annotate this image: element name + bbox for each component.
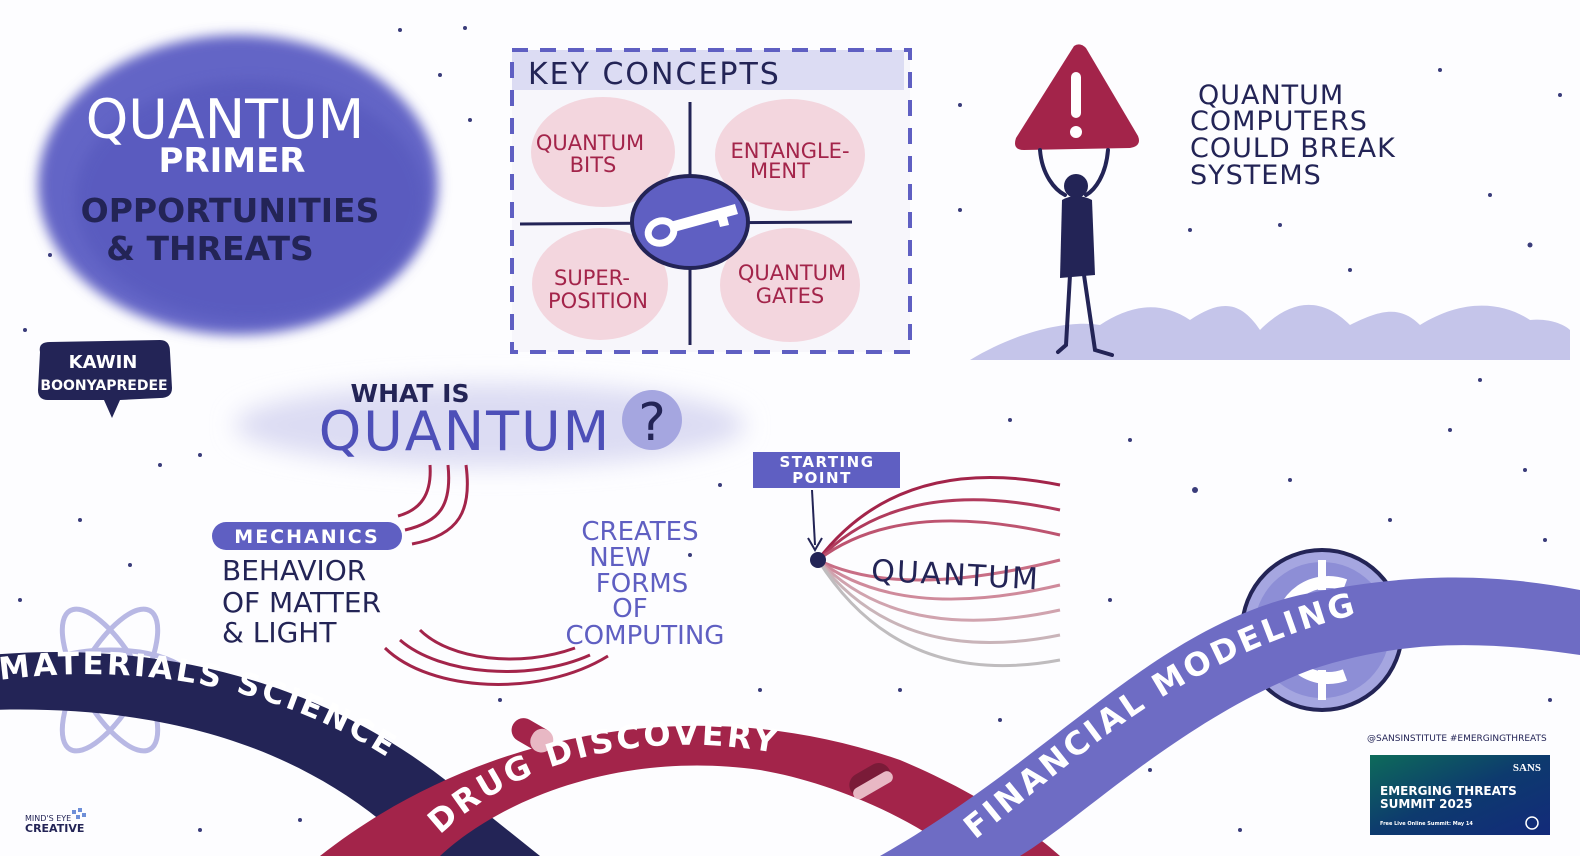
creates-line-2: NEW	[589, 543, 651, 573]
mechanics-line-3: & LIGHT	[222, 616, 337, 649]
creates-line-3: FORMS	[596, 569, 688, 599]
question-mark: ?	[638, 393, 666, 453]
concept-quantum-gates-1: QUANTUM	[738, 261, 846, 285]
key-concepts-heading: KEY CONCEPTS	[528, 57, 781, 92]
what-is-quantum: WHAT IS QUANTUM ?	[235, 379, 745, 546]
speaker-bubble: KAWIN BOONYAPREDEE	[38, 340, 172, 418]
key-glyph	[644, 204, 738, 247]
drug-band	[320, 725, 1060, 856]
pill-icon	[511, 718, 554, 753]
title-threats: & THREATS	[106, 229, 314, 268]
concept-quantum-bits-1: QUANTUM	[536, 131, 644, 155]
title-blob: QUANTUM PRIMER OPPORTUNITIES & THREATS	[38, 35, 438, 335]
mechanics-line-2: OF MATTER	[222, 586, 381, 619]
fan-line	[816, 475, 1061, 561]
concept-quantum-bits-2: BITS	[570, 153, 617, 177]
concept-entanglement-1: ENTANGLE-	[730, 139, 849, 163]
creates-line-1: CREATES	[581, 517, 698, 547]
creates-new-forms: CREATES NEW FORMS OF COMPUTING	[566, 517, 725, 651]
speaker-first-name: KAWIN	[69, 352, 138, 373]
title-opportunities: OPPORTUNITIES	[81, 191, 380, 230]
sans-logo: SANS	[1513, 762, 1541, 774]
pill-icon	[849, 763, 893, 800]
starting-point-line-1: STARTING	[779, 453, 874, 471]
fan-line	[816, 558, 1061, 622]
fan-line	[817, 519, 1061, 562]
threat-line-1: QUANTUM	[1198, 80, 1344, 111]
hashtags: @SANSINSTITUTE #EMERGINGTHREATS	[1367, 734, 1547, 744]
concept-entanglement-2: MENT	[750, 159, 810, 183]
event-banner: SANS EMERGING THREATS SUMMIT 2025 Free L…	[1370, 755, 1550, 835]
fan-line	[816, 559, 1061, 668]
key-concepts-panel: KEY CONCEPTS QUANTUM BITS ENTANGLE- MENT…	[510, 48, 912, 354]
artist-logo-line-1: MIND'S EYE	[25, 814, 71, 823]
financial-band	[880, 577, 1580, 856]
what-is-label: WHAT IS	[351, 379, 470, 408]
fan-line	[816, 559, 1061, 645]
event-subtitle: Free Live Online Summit: May 14	[1380, 821, 1473, 827]
event-title-line-2: SUMMIT 2025	[1380, 797, 1473, 811]
mechanics-line-1: BEHAVIOR	[222, 554, 366, 587]
fan-line	[817, 558, 1061, 601]
event-title-line-1: EMERGING THREATS	[1380, 784, 1517, 798]
title-primer: PRIMER	[159, 141, 306, 181]
background-dots	[18, 26, 1562, 832]
artist-logo: MIND'S EYE CREATIVE	[25, 808, 86, 835]
what-is-quantum-word: QUANTUM	[319, 400, 611, 463]
fan-line	[817, 558, 1061, 582]
starting-point-diagram: STARTING POINT QUANTUM	[753, 452, 1061, 668]
threat-line-2: COMPUTERS	[1190, 106, 1368, 137]
concept-superposition-1: SUPER-	[554, 266, 630, 290]
fan-line	[816, 498, 1061, 562]
threat-line-3: COULD BREAK	[1190, 133, 1396, 164]
concept-quantum-gates-2: GATES	[756, 284, 824, 308]
fan-quantum-label: QUANTUM	[870, 554, 1040, 598]
title-quantum: QUANTUM	[86, 88, 364, 151]
artist-logo-line-2: CREATIVE	[25, 822, 84, 835]
mechanics-section: MECHANICS BEHAVIOR OF MATTER & LIGHT	[212, 522, 609, 686]
concept-superposition-2: POSITION	[548, 289, 648, 313]
starting-point-line-2: POINT	[792, 469, 852, 487]
mechanics-label: MECHANICS	[234, 526, 379, 548]
creates-line-4: OF	[612, 594, 647, 624]
creates-line-5: COMPUTING	[566, 621, 725, 651]
threat-illustration: QUANTUM COMPUTERS COULD BREAK SYSTEMS	[970, 44, 1570, 360]
threat-line-4: SYSTEMS	[1190, 160, 1322, 191]
speaker-last-name: BOONYAPREDEE	[40, 378, 167, 394]
